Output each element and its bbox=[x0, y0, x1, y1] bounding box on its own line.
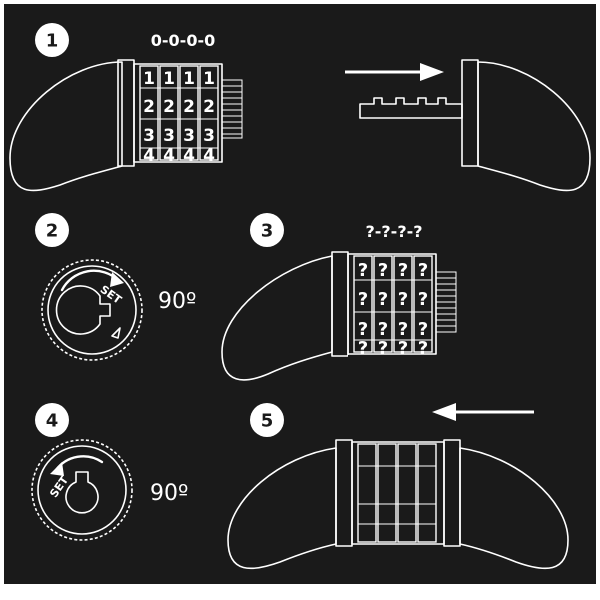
step-1-wheel-digits: 1 1 1 1 2 2 2 2 3 3 3 3 4 4 4 4 bbox=[143, 69, 215, 166]
diagram-background bbox=[4, 4, 596, 584]
step-3-lock-teeth bbox=[435, 271, 457, 333]
step-2-angle: 90º bbox=[158, 289, 196, 314]
step-5-lock-right-body bbox=[459, 447, 569, 570]
wheel-digit: 2 bbox=[143, 97, 155, 117]
wheel-digit: 4 bbox=[203, 146, 215, 166]
wheel-digit: 3 bbox=[183, 126, 195, 146]
step-1-lock-body bbox=[9, 61, 123, 192]
step-1-number: 1 bbox=[46, 31, 59, 52]
step-5-dial-wheels bbox=[357, 443, 437, 543]
wheel-digit: 4 bbox=[163, 146, 175, 166]
step-4-badge: 4 bbox=[35, 403, 69, 437]
wheel-digit: 1 bbox=[163, 69, 175, 89]
step-3-dial-wheels bbox=[353, 255, 433, 353]
step-4-number: 4 bbox=[46, 411, 59, 432]
step-1-dial-wheels bbox=[139, 65, 219, 161]
wheel-digit-unknown: ? bbox=[418, 260, 428, 281]
step-4-angle: 90º bbox=[150, 481, 188, 506]
step-3: 3 ?-?-?-? ? ? bbox=[221, 213, 458, 381]
step-3-lock-body bbox=[221, 255, 333, 381]
wheel-digit-unknown: ? bbox=[358, 289, 368, 310]
step-3-number: 3 bbox=[261, 221, 274, 242]
step-1-combination-caption: 0-0-0-0 bbox=[151, 31, 215, 50]
wheel-digit-unknown: ? bbox=[378, 319, 388, 340]
wheel-digit-unknown: ? bbox=[418, 289, 428, 310]
step-2-badge: 2 bbox=[35, 213, 69, 247]
step-1-right-lock-body bbox=[477, 61, 591, 192]
wheel-digit: 2 bbox=[203, 97, 215, 117]
wheel-digit: 3 bbox=[163, 126, 175, 146]
wheel-digit-unknown: ? bbox=[398, 319, 408, 340]
step-5-badge: 5 bbox=[250, 403, 284, 437]
step-5-number: 5 bbox=[261, 411, 274, 432]
wheel-digit: 2 bbox=[163, 97, 175, 117]
wheel-digit: 2 bbox=[183, 97, 195, 117]
wheel-digit-unknown: ? bbox=[358, 338, 368, 359]
wheel-digit-unknown: ? bbox=[398, 260, 408, 281]
step-1-badge: 1 bbox=[35, 23, 69, 57]
keyhole-icon bbox=[65, 471, 99, 514]
step-2: 2 SET 90º bbox=[35, 213, 196, 361]
wheel-digit-unknown: ? bbox=[378, 260, 388, 281]
wheel-digit-unknown: ? bbox=[378, 289, 388, 310]
step-2-number: 2 bbox=[46, 221, 59, 242]
step-4: 4 SET 90º bbox=[31, 403, 188, 541]
wheel-digit: 1 bbox=[143, 69, 155, 89]
step-3-badge: 3 bbox=[250, 213, 284, 247]
step-5-push-arrow bbox=[432, 403, 534, 421]
step-1-shackle-key bbox=[359, 97, 463, 119]
wheel-digit-unknown: ? bbox=[418, 338, 428, 359]
step-1-lock-teeth bbox=[221, 79, 243, 139]
step-1: 1 0-0-0-0 bbox=[9, 23, 591, 192]
wheel-digit: 4 bbox=[143, 146, 155, 166]
step-4-set-dial: SET bbox=[31, 439, 133, 541]
step-1-pull-arrow bbox=[345, 63, 444, 81]
wheel-digit-unknown: ? bbox=[358, 260, 368, 281]
step-5: 5 bbox=[227, 403, 569, 570]
wheel-digit-unknown: ? bbox=[378, 338, 388, 359]
wheel-digit: 1 bbox=[183, 69, 195, 89]
wheel-digit: 3 bbox=[143, 126, 155, 146]
step-3-wheel-digits: ? ? ? ? ? ? ? ? ? ? ? ? ? ? ? ? bbox=[358, 260, 428, 359]
wheel-digit-unknown: ? bbox=[358, 319, 368, 340]
wheel-digit: 4 bbox=[183, 146, 195, 166]
wheel-digit-unknown: ? bbox=[418, 319, 428, 340]
wheel-digit: 3 bbox=[203, 126, 215, 146]
wheel-digit-unknown: ? bbox=[398, 338, 408, 359]
step-5-lock-left-body bbox=[227, 447, 337, 570]
step-3-combination-caption: ?-?-?-? bbox=[365, 222, 422, 241]
wheel-digit: 1 bbox=[203, 69, 215, 89]
wheel-digit-unknown: ? bbox=[398, 289, 408, 310]
keyhole-icon bbox=[55, 285, 111, 335]
